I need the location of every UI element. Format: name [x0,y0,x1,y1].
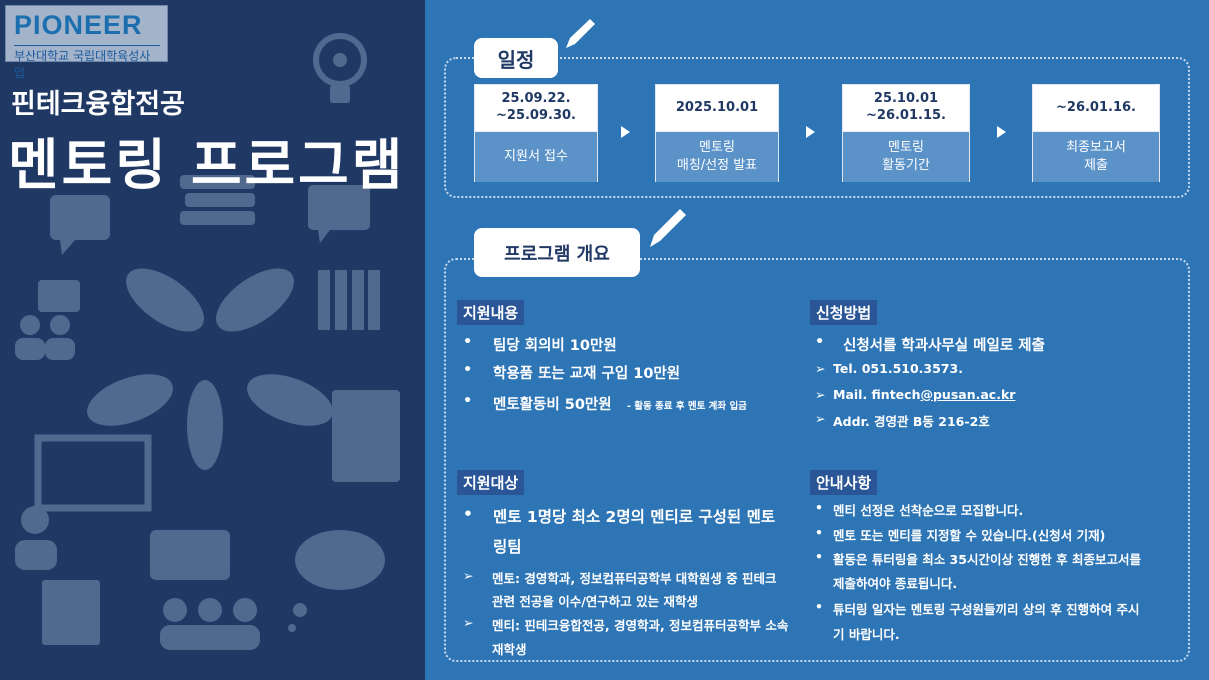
bullet-icon: • [815,500,823,515]
mail-prefix: Mail. fintech [833,387,921,402]
question-people-icon [15,280,80,360]
step-name: 멘토링 활동기간 [843,131,969,182]
arrow-bullet-icon: ➢ [463,615,474,630]
bullet-icon: • [463,393,473,409]
decorative-icons [15,33,400,650]
logo-text: PIONEER [14,10,143,40]
notice-item: 활동은 튜터링을 최소 35시간이상 진행한 후 최종보고서를 [833,552,1142,567]
step-date: ~26.01.16. [1033,85,1159,131]
page-subtitle: 핀테크융합전공 [11,89,185,120]
schedule-step: 25.10.01 ~26.01.15.멘토링 활동기간 [842,84,970,182]
target-mentee-cont: 재학생 [492,642,527,657]
page-title: 멘토링 프로그램 [8,133,406,197]
notice-label: 안내사항 [810,470,878,495]
arrow-right-icon [997,126,1006,138]
hands-icon [87,268,333,470]
apply-mail: Mail. fintech@pusan.ac.kr [833,387,1015,402]
step-name: 멘토링 매칭/선정 발표 [656,131,778,182]
notice-item-cont: 기 바랍니다. [833,627,900,642]
newspaper-icon [42,580,100,645]
step-date: 25.10.01 ~26.01.15. [843,85,969,131]
step-date: 25.09.22. ~25.09.30. [475,85,597,131]
step-name: 최종보고서 제출 [1033,131,1159,182]
cloud-icon [288,530,385,632]
support-item: 멘토활동비 50만원 [493,397,612,413]
step-date: 2025.10.01 [656,85,778,131]
support-note: - 활동 종료 후 멘토 계좌 입금 [627,401,747,412]
bookshelf-icon [318,270,380,330]
step-name: 지원서 접수 [475,131,597,182]
arrow-bullet-icon: ➢ [815,411,826,426]
bullet-icon: • [815,334,825,350]
arrow-right-icon [806,126,815,138]
apply-addr: Addr. 경영관 B동 216-2호 [833,414,990,429]
support-item: 팀당 회의비 10만원 [493,338,617,354]
pencil-icon [566,19,595,48]
target-mentor: 멘토: 경영학과, 정보컴퓨터공학부 대학원생 중 핀테크 [492,571,777,586]
target-mentee: 멘티: 핀테크융합전공, 경영학과, 정보컴퓨터공학부 소속 [492,618,789,633]
schedule-step: ~26.01.16.최종보고서 제출 [1032,84,1160,182]
chat-lines-icon [308,185,370,243]
bullet-icon: • [463,334,473,350]
pencil-icon [650,209,686,247]
bullet-icon: • [815,549,823,564]
apply-label: 신청방법 [810,300,878,325]
bullet-icon: • [815,599,823,614]
bullet-icon: • [463,505,473,523]
logo-tagline: 부산대학교 국립대학육성사업 [14,45,160,81]
overview-heading: 프로그램 개요 [474,228,640,277]
arrow-bullet-icon: ➢ [815,361,826,376]
discussion-icon [150,530,260,650]
support-label: 지원내용 [457,300,525,325]
presentation-icon [15,434,152,570]
target-label: 지원대상 [457,470,525,495]
schedule-heading: 일정 [474,38,558,78]
chat-bubble-icon [50,195,110,255]
notice-item: 튜터링 일자는 멘토링 구성원들끼리 상의 후 진행하여 주시 [833,602,1140,617]
notice-item: 멘토 또는 멘티를 지정할 수 있습니다.(신청서 기재) [833,528,1106,543]
apply-tel: Tel. 051.510.3573. [833,361,963,376]
apply-method: 신청서를 학과사무실 메일로 제출 [843,338,1045,354]
overview-box [444,258,1190,662]
target-mentor-cont: 관련 전공을 이수/연구하고 있는 재학생 [492,594,698,609]
notice-item: 멘티 선정은 선착순으로 모집합니다. [833,503,1024,518]
book-icon [332,390,400,482]
mail-link[interactable]: @pusan.ac.kr [920,387,1016,402]
books-icon [180,175,255,225]
arrow-bullet-icon: ➢ [463,568,474,583]
target-main: 멘토 1명당 최소 2명의 멘티로 구성된 멘토 [493,508,776,526]
notice-item-cont: 제출하여야 종료됩니다. [833,576,958,591]
arrow-bullet-icon: ➢ [815,387,826,402]
target-main-cont: 링팀 [493,538,522,556]
bullet-icon: • [463,362,473,378]
bullet-icon: • [815,525,823,540]
pioneer-logo: PIONEER 부산대학교 국립대학육성사업 [5,5,168,80]
schedule-step: 25.09.22. ~25.09.30.지원서 접수 [474,84,598,182]
left-panel: PIONEER 부산대학교 국립대학육성사업 핀테크융합전공 멘토링 프로그램 [0,0,425,680]
support-item: 학용품 또는 교재 구입 10만원 [493,366,681,382]
arrow-right-icon [621,126,630,138]
lightbulb-icon [313,33,367,103]
schedule-box [444,57,1190,198]
